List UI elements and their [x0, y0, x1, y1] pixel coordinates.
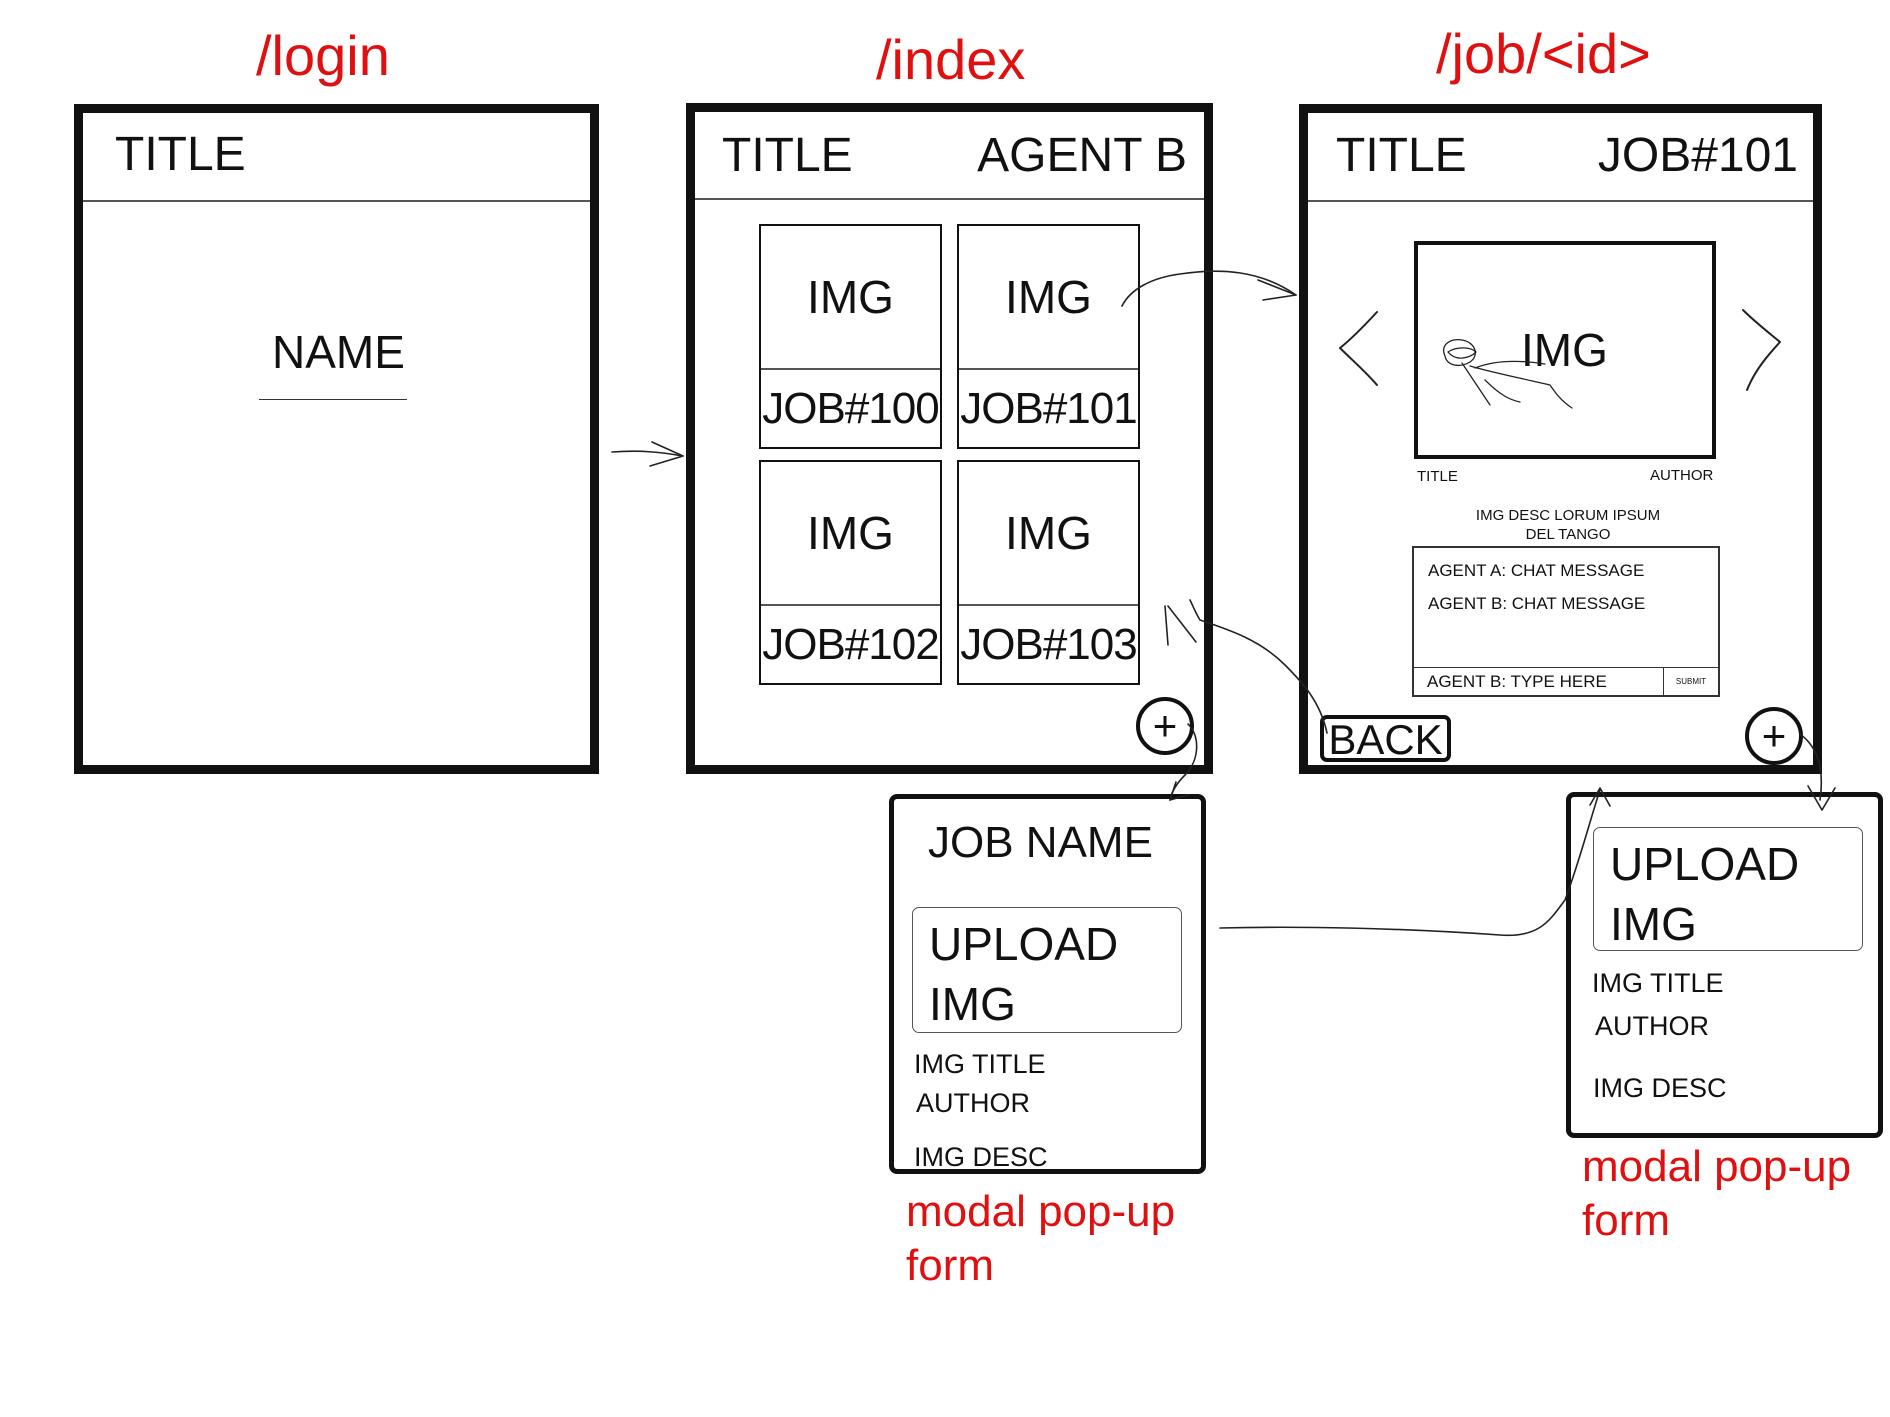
job-tile-label: JOB#103: [960, 619, 1137, 669]
job-tile-image: IMG: [959, 462, 1138, 606]
chat-message: AGENT B: CHAT MESSAGE: [1428, 594, 1646, 613]
image-description-line: IMG DESC LORUM IPSUM: [1475, 507, 1661, 524]
job-tile[interactable]: IMG JOB#101: [957, 224, 1140, 449]
job-tile[interactable]: IMG JOB#100: [759, 224, 942, 449]
upload-label-line: IMG: [1610, 898, 1697, 950]
job-tile[interactable]: IMG JOB#102: [759, 460, 942, 685]
login-name-input[interactable]: [259, 399, 407, 400]
job-id: JOB#101: [1597, 129, 1798, 182]
index-header-divider: [695, 198, 1204, 200]
chat-message: AGENT A: CHAT MESSAGE: [1428, 561, 1645, 580]
chat-input-row: AGENT B: TYPE HERE SUBMIT: [1414, 667, 1718, 695]
arrowhead: [649, 441, 684, 467]
submit-button[interactable]: SUBMIT: [1663, 668, 1718, 695]
arrow-login-to-index: [611, 450, 684, 457]
image-description: IMG DESC LORUM IPSUM DEL TANGO: [1408, 506, 1728, 544]
upload-label-line: UPLOAD: [1610, 838, 1800, 890]
img-title-field[interactable]: IMG TITLE: [914, 1049, 1046, 1079]
job-name-field[interactable]: JOB NAME: [928, 818, 1153, 867]
chat-input[interactable]: AGENT B: TYPE HERE: [1427, 672, 1607, 691]
img-desc-field[interactable]: IMG DESC: [1593, 1073, 1727, 1103]
index-modal-note: modal pop-up form: [906, 1185, 1175, 1292]
job-tile-image: IMG: [761, 226, 940, 370]
index-agent-name: AGENT B: [977, 129, 1187, 182]
arrow-modal-to-modal: [1219, 789, 1601, 937]
index-title: TITLE: [722, 129, 853, 182]
job-image: IMG: [1414, 241, 1716, 459]
add-image-button[interactable]: +: [1745, 707, 1803, 765]
job-header-divider: [1308, 200, 1813, 202]
note-line: form: [906, 1240, 994, 1290]
job-tile-image: IMG: [761, 462, 940, 606]
back-button[interactable]: BACK: [1320, 715, 1451, 762]
job-title: TITLE: [1336, 129, 1467, 182]
login-name-label: NAME: [272, 326, 405, 378]
job-tile-label: JOB#102: [762, 619, 939, 669]
add-job-button[interactable]: +: [1136, 697, 1194, 755]
upload-image-button[interactable]: UPLOAD IMG: [912, 907, 1182, 1033]
image-description-line: DEL TANGO: [1525, 526, 1611, 543]
job-tile-label: JOB#100: [762, 383, 939, 433]
job-screen: TITLE JOB#101 IMG TITLE AUTHOR IMG DESC …: [1299, 104, 1822, 774]
img-title-field[interactable]: IMG TITLE: [1592, 968, 1724, 998]
note-line: modal pop-up: [1582, 1142, 1852, 1191]
job-tile[interactable]: IMG JOB#103: [957, 460, 1140, 685]
upload-label-line: UPLOAD: [929, 918, 1119, 970]
note-line: form: [1582, 1195, 1670, 1245]
chat-panel: AGENT A: CHAT MESSAGE AGENT B: CHAT MESS…: [1412, 546, 1720, 697]
route-label-login: /login: [256, 24, 390, 87]
job-tile-image: IMG: [959, 226, 1138, 370]
job-tile-label: JOB#101: [960, 383, 1137, 433]
arrowhead: [1257, 279, 1297, 301]
index-screen: TITLE AGENT B IMG JOB#100 IMG JOB#101 IM…: [686, 103, 1213, 774]
job-modal-note: modal pop-up form: [1582, 1140, 1851, 1247]
route-label-job: /job/<id>: [1436, 22, 1651, 85]
job-image-label: IMG: [1521, 324, 1608, 376]
author-field[interactable]: AUTHOR: [1595, 1011, 1709, 1041]
note-line: modal pop-up: [906, 1187, 1176, 1236]
img-desc-field[interactable]: IMG DESC: [914, 1142, 1048, 1172]
image-title-label: TITLE: [1417, 468, 1458, 485]
upload-image-button[interactable]: UPLOAD IMG: [1593, 827, 1863, 951]
author-field[interactable]: AUTHOR: [916, 1088, 1030, 1118]
route-label-index: /index: [876, 28, 1026, 91]
login-title: TITLE: [115, 128, 246, 181]
login-header-divider: [83, 200, 590, 202]
new-image-modal: UPLOAD IMG IMG TITLE AUTHOR IMG DESC: [1566, 792, 1883, 1138]
new-job-modal: JOB NAME UPLOAD IMG IMG TITLE AUTHOR IMG…: [889, 794, 1206, 1174]
image-author-label: AUTHOR: [1650, 467, 1714, 484]
upload-label-line: IMG: [929, 978, 1016, 1030]
login-screen: TITLE NAME: [74, 104, 599, 774]
